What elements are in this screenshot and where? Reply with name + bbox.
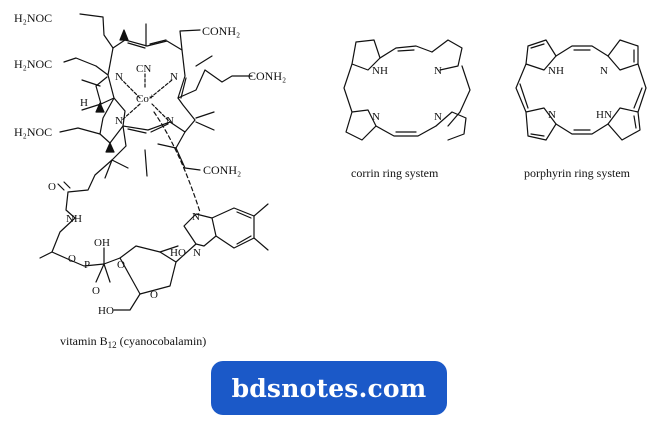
vitamin-label-o-p3: O: [117, 259, 125, 271]
corrin-label-n-bl: N: [372, 111, 380, 123]
porphyrin-ring-structure: NH N N HN: [515, 39, 647, 141]
site-banner-text: bdsnotes.com: [231, 373, 427, 403]
vitamin-label-p: P: [84, 259, 90, 271]
vitamin-label-h2noc-2: H₂NOC: [14, 57, 52, 71]
vitamin-b12-caption: vitamin B12 (cyanocobalamin): [60, 334, 207, 350]
site-banner[interactable]: bdsnotes.com: [211, 361, 447, 415]
vitamin-label-co: Co⁺: [136, 93, 155, 105]
vitamin-label-n2: N: [170, 71, 178, 83]
vitamin-label-h2noc-3: H₂NOC: [14, 125, 52, 139]
corrin-ring-structure: NH N N N: [343, 39, 471, 141]
porphyrin-label-n-tr: N: [600, 65, 608, 77]
corrin-label-n-tr: N: [434, 65, 442, 77]
vitamin-label-nh: NH: [66, 213, 82, 225]
vitamin-label-o-ring: O: [150, 289, 158, 301]
vitamin-label-conh2-1: CONH₂: [202, 24, 240, 38]
vitamin-label-n3: N: [115, 115, 123, 127]
vitamin-caption-rest: (cyanocobalamin): [116, 334, 207, 348]
vitamin-label-cn: CN: [136, 63, 151, 75]
vitamin-b12-structure: H₂NOC H₂NOC H₂NOC CONH₂ CONH₂ CONH₂ CN C…: [14, 11, 286, 317]
vitamin-label-ho-ch2: HO: [98, 305, 114, 317]
vitamin-label-h2noc-1: H₂NOC: [14, 11, 52, 25]
vitamin-caption-main: vitamin B: [60, 334, 108, 348]
corrin-label-nh: NH: [372, 65, 388, 77]
vitamin-label-conh2-2: CONH₂: [248, 69, 286, 83]
porphyrin-label-nh: NH: [548, 65, 564, 77]
corrin-label-n-br: N: [434, 111, 442, 123]
vitamin-label-o-p1: O: [68, 253, 76, 265]
vitamin-label-o-p2: O: [92, 285, 100, 297]
vitamin-label-n-benz1: N: [192, 211, 200, 223]
vitamin-label-oh-p: OH: [94, 237, 110, 249]
vitamin-label-conh2-3: CONH₂: [203, 163, 241, 177]
vitamin-label-n1: N: [115, 71, 123, 83]
vitamin-caption-sub: 12: [107, 340, 117, 350]
vitamin-label-n4: N: [166, 115, 174, 127]
vitamin-label-n-benz2: N: [193, 247, 201, 259]
porphyrin-label-n-bl: N: [548, 109, 556, 121]
vitamin-label-ho-sugar: HO: [170, 247, 186, 259]
corrin-caption: corrin ring system: [351, 166, 439, 180]
porphyrin-label-hn: HN: [596, 109, 612, 121]
vitamin-label-o-carbonyl: O: [48, 181, 56, 193]
vitamin-label-h: H: [80, 97, 88, 109]
porphyrin-caption: porphyrin ring system: [524, 166, 630, 180]
